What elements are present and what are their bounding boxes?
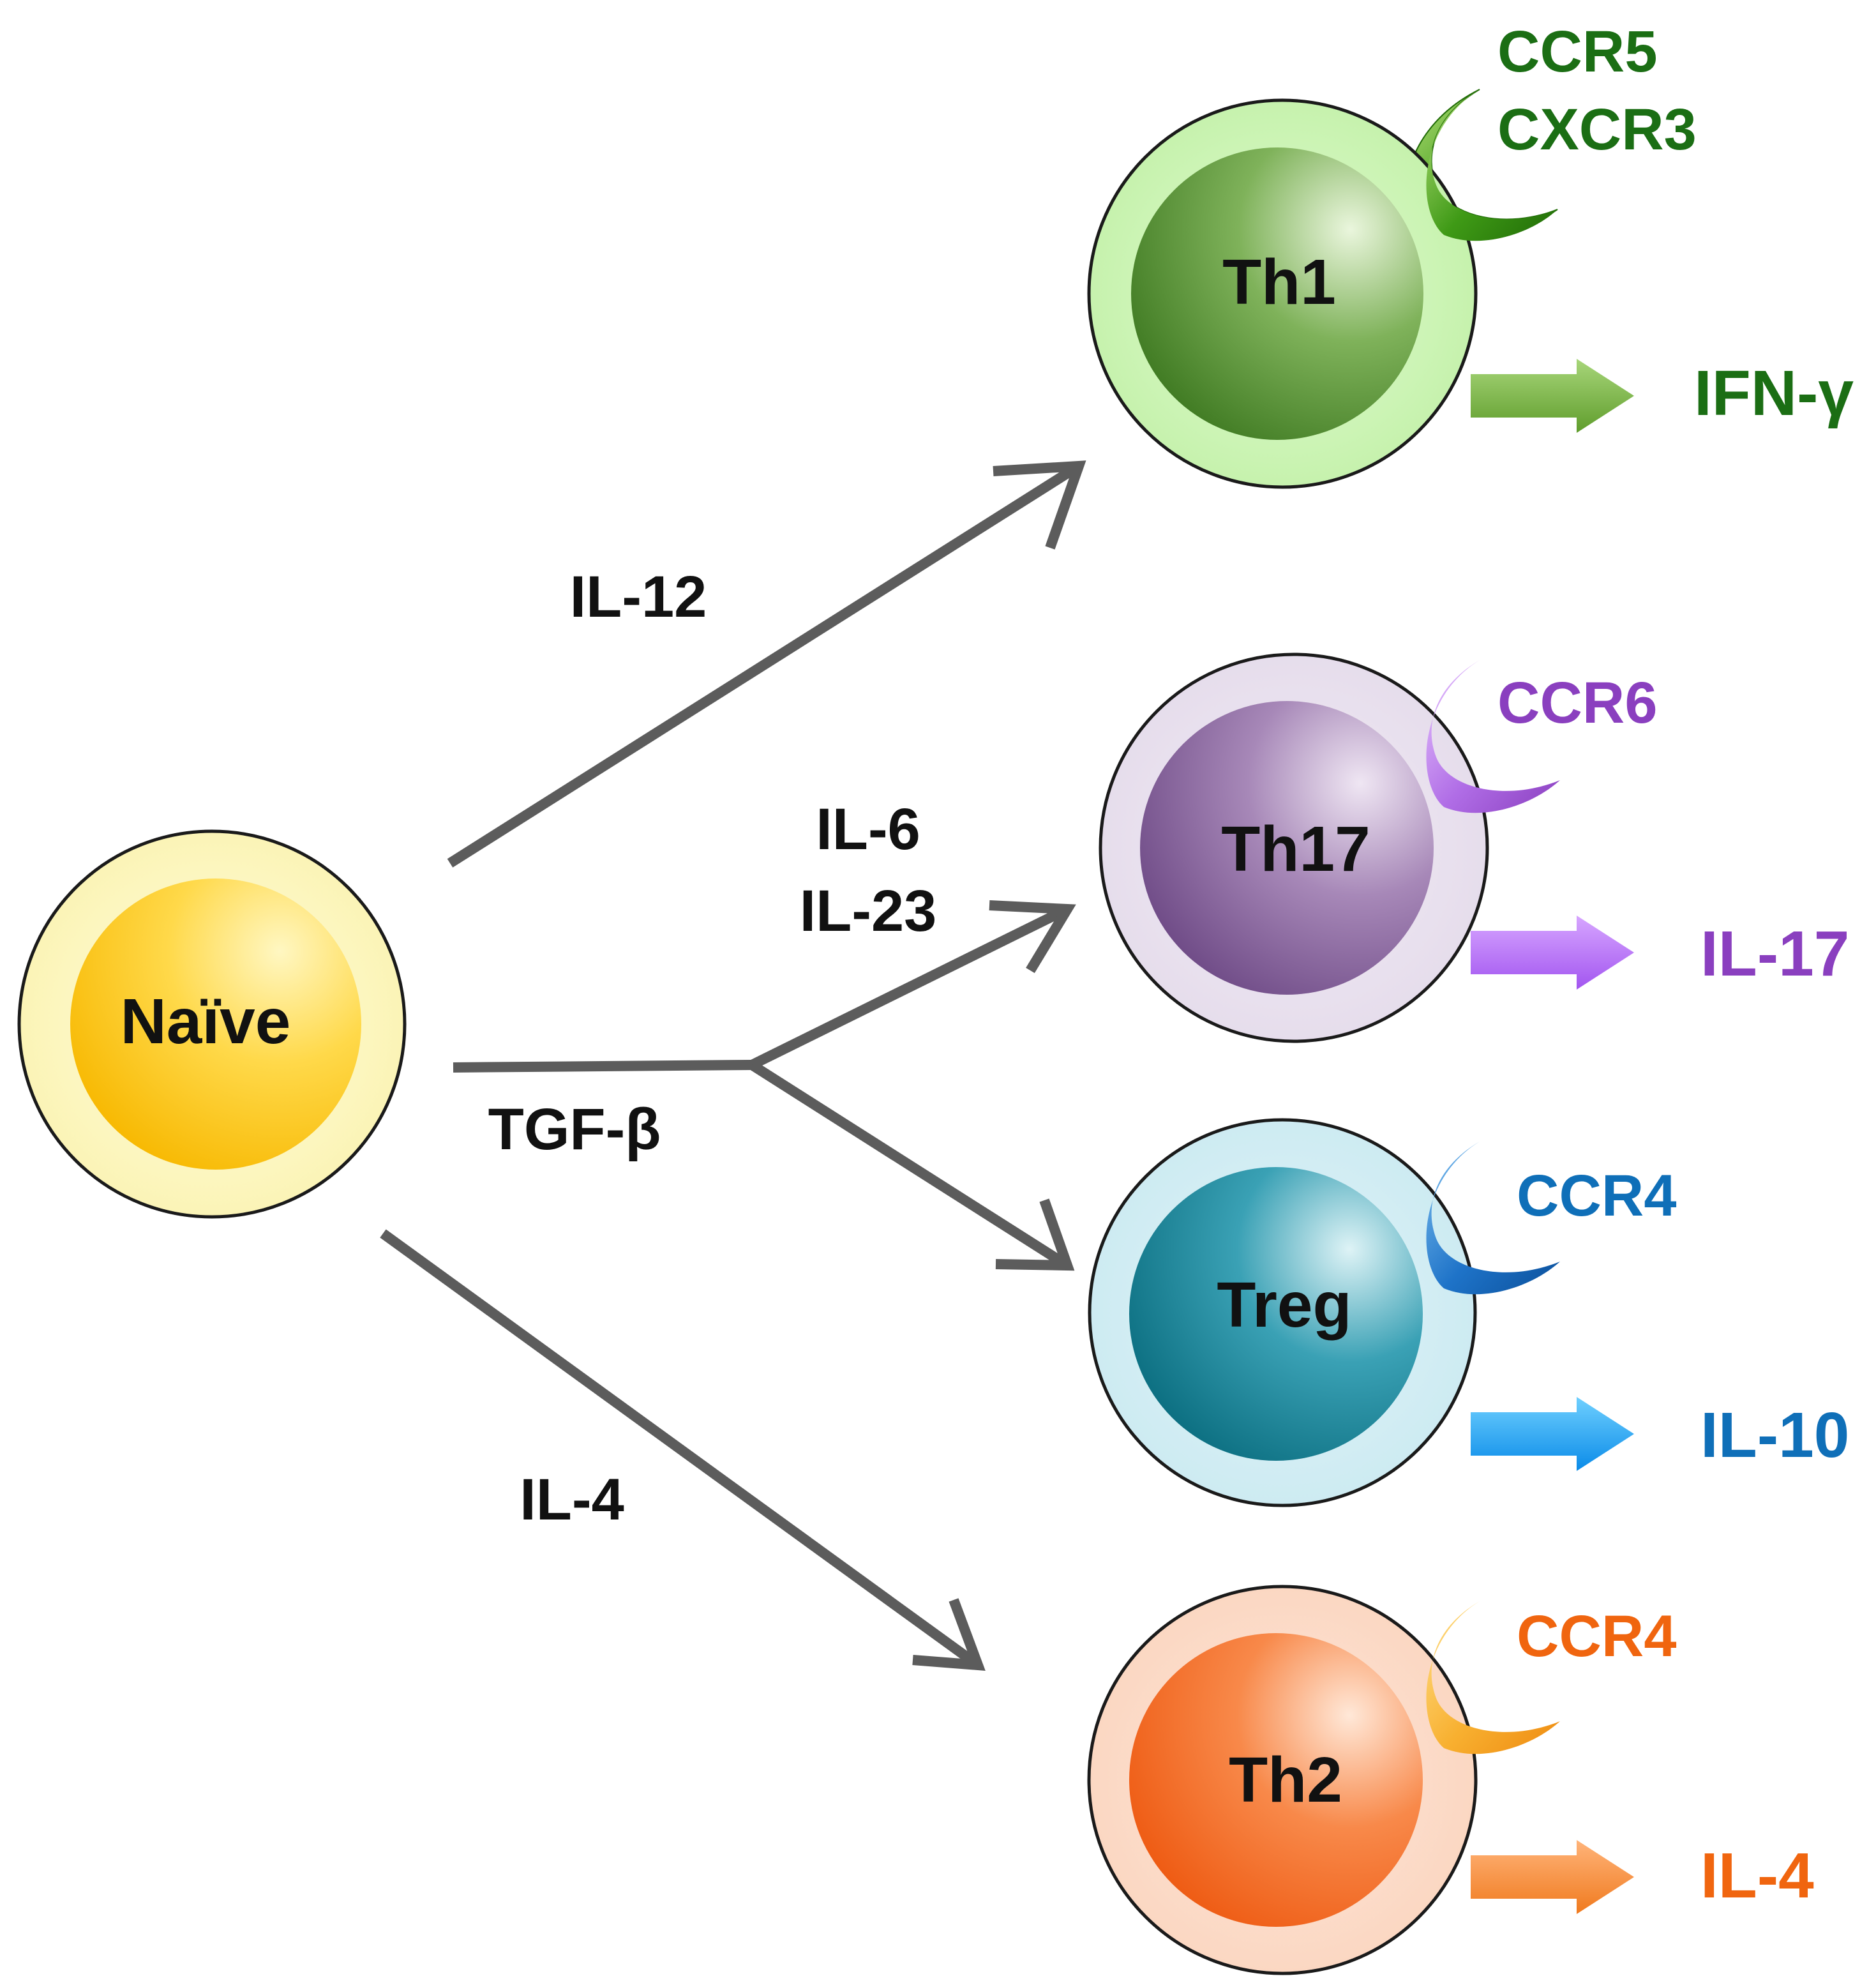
- modulator-il12-label: IL-12: [570, 564, 707, 630]
- th17-receptor-icon: [1426, 660, 1560, 813]
- th1-group: Th1 CCR5 CXCR3 IFN-γ: [1087, 19, 1854, 489]
- treg-receptor-label: CCR4: [1517, 1163, 1676, 1228]
- th1-cytokine-label: IFN-γ: [1694, 358, 1854, 429]
- th17-cytokine-label: IL-17: [1700, 918, 1849, 990]
- th2-receptor-label: CCR4: [1517, 1604, 1676, 1669]
- arrow-branch-to-treg: [749, 1060, 1075, 1271]
- treg-secretion-arrow-icon: [1471, 1397, 1634, 1471]
- th2-receptor-icon: [1426, 1601, 1560, 1754]
- th2-secretion-arrow-icon: [1471, 1840, 1634, 1914]
- arrow-branch-to-th17: [749, 900, 1076, 1070]
- modulator-il6-label: IL-6: [816, 797, 920, 862]
- naive-cell: Naïve: [17, 829, 407, 1219]
- th2-group: Th2 CCR4 IL-4: [1087, 1585, 1814, 1975]
- th1-cell-label: Th1: [1222, 246, 1336, 318]
- modulator-tgfb-label: TGF-β: [488, 1097, 661, 1162]
- th17-group: Th17 CCR6 IL-17: [1099, 652, 1849, 1043]
- treg-cytokine-label: IL-10: [1700, 1399, 1849, 1471]
- th17-receptor-label: CCR6: [1497, 670, 1657, 735]
- th2-cytokine-label: IL-4: [1700, 1840, 1814, 1911]
- arrow-naive-stem: [453, 1060, 753, 1073]
- th1-receptor-front-icon: [1426, 89, 1557, 241]
- th17-secretion-arrow-icon: [1471, 916, 1634, 990]
- treg-cell-label: Treg: [1217, 1269, 1351, 1341]
- treg-receptor-icon: [1426, 1142, 1560, 1295]
- th17-cell-label: Th17: [1221, 813, 1370, 885]
- arrow-naive-to-th1: [447, 460, 1086, 868]
- treg-group: Treg CCR4 IL-10: [1088, 1118, 1849, 1507]
- th2-cell-label: Th2: [1229, 1744, 1342, 1816]
- modulator-il23-label: IL-23: [800, 878, 937, 944]
- differentiation-arrows: [380, 460, 1086, 1671]
- arrow-naive-to-th2: [380, 1229, 986, 1671]
- th1-secretion-arrow-icon: [1471, 359, 1634, 433]
- th1-receptor-2-label: CXCR3: [1497, 97, 1697, 162]
- naive-cell-label: Naïve: [121, 986, 291, 1057]
- th1-receptor-1-label: CCR5: [1497, 19, 1657, 84]
- modulator-il4-label: IL-4: [520, 1467, 624, 1532]
